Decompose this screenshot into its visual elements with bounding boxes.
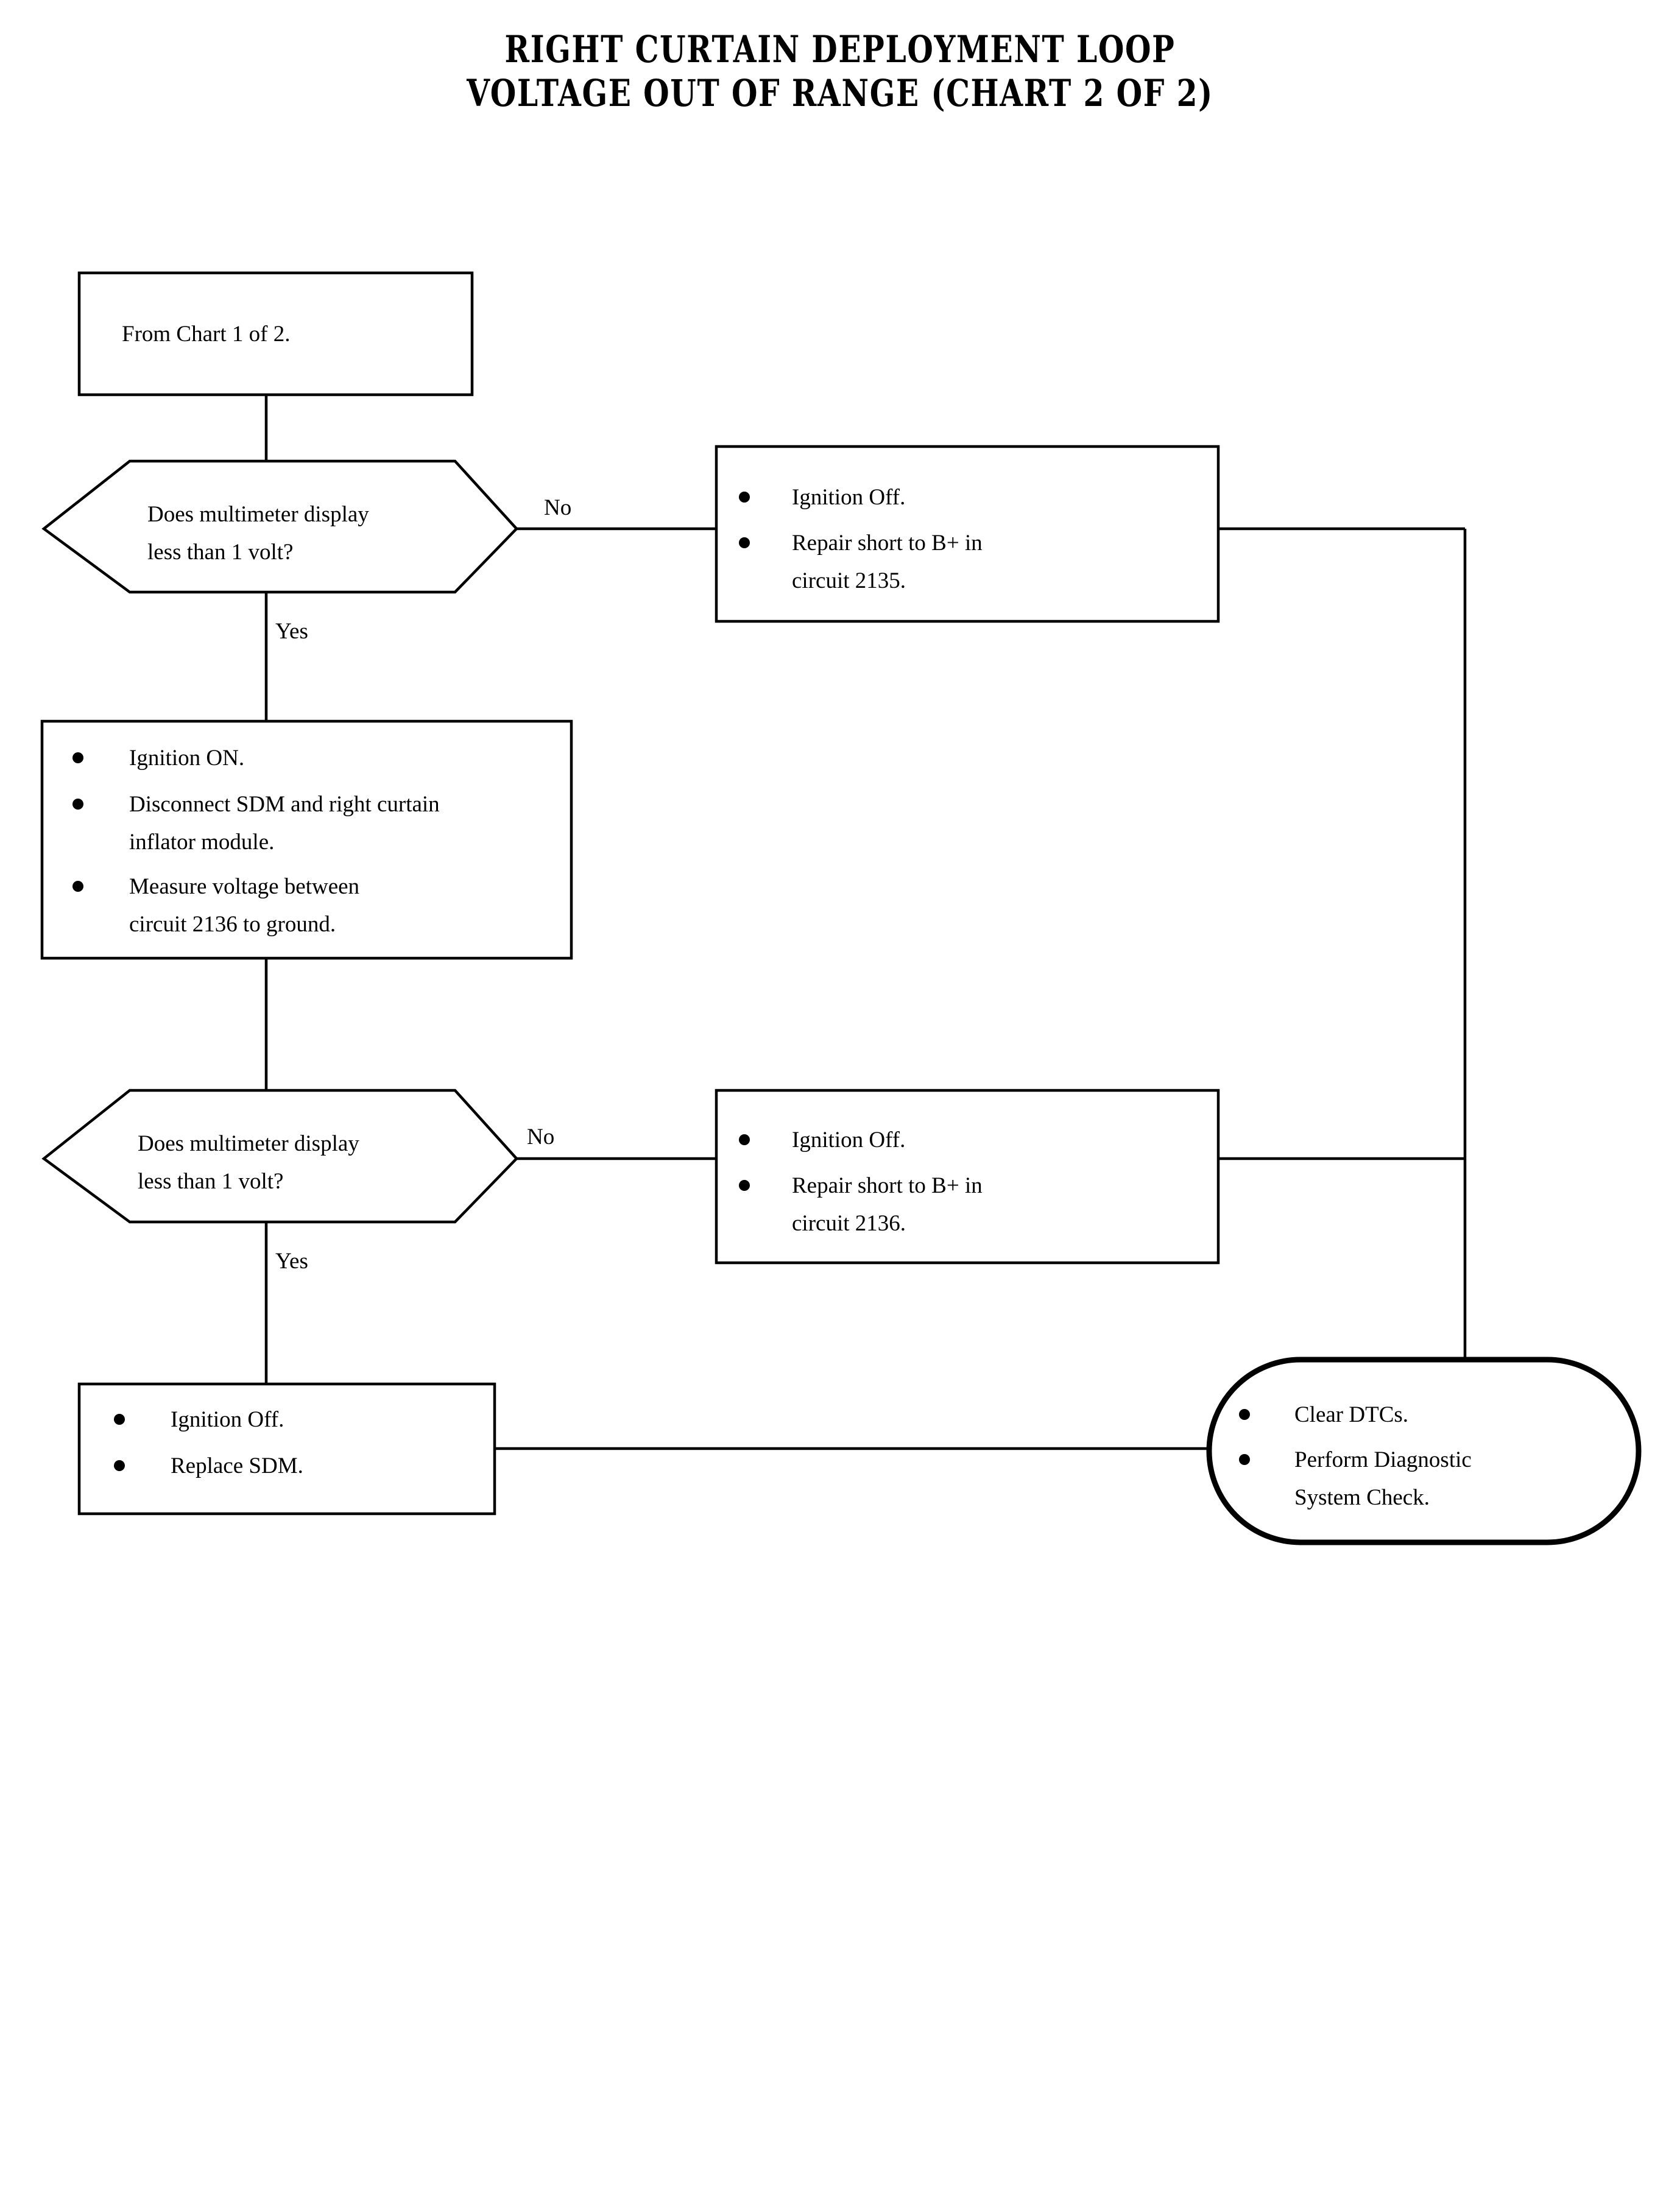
decision2-hexagon[interactable]	[41, 1089, 519, 1224]
bullet-icon	[114, 1460, 125, 1471]
action4-bullet-2-line-1: Replace SDM.	[171, 1453, 303, 1478]
action2-bullet-3-line-2: circuit 2136 to ground.	[129, 912, 336, 937]
action1-box[interactable]	[715, 445, 1220, 623]
edge-label-yes-2: Yes	[275, 1249, 308, 1274]
node-start[interactable]: From Chart 1 of 2.	[77, 271, 474, 397]
node-action2[interactable]: Ignition ON. Disconnect SDM and right cu…	[40, 719, 573, 960]
action2-bullet-1-line-1: Ignition ON.	[129, 746, 244, 771]
node-action1[interactable]: Ignition Off. Repair short to B+ in circ…	[715, 445, 1220, 623]
page-title: RIGHT CURTAIN DEPLOYMENT LOOP VOLTAGE OU…	[168, 28, 1512, 116]
terminator-bullet-1-line-1: Clear DTCs.	[1294, 1402, 1408, 1427]
bullet-icon	[72, 881, 83, 892]
terminator-shape[interactable]	[1206, 1357, 1642, 1545]
decision1-text-line-1: Does multimeter display	[147, 502, 369, 527]
bullet-icon	[1239, 1454, 1250, 1465]
bullet-icon	[1239, 1409, 1250, 1420]
node-decision1[interactable]: Does multimeter display less than 1 volt…	[41, 459, 519, 594]
node-decision2[interactable]: Does multimeter display less than 1 volt…	[41, 1089, 519, 1224]
action1-bullet-2-line-2: circuit 2135.	[792, 568, 906, 593]
bullet-icon	[739, 492, 750, 503]
action3-bullet-1-line-1: Ignition Off.	[792, 1128, 905, 1153]
bullet-icon	[72, 799, 83, 810]
node-action4[interactable]: Ignition Off. Replace SDM.	[77, 1382, 496, 1516]
action2-bullet-3-line-1: Measure voltage between	[129, 874, 359, 899]
action4-bullet-1-line-1: Ignition Off.	[171, 1407, 284, 1432]
bullet-icon	[114, 1414, 125, 1425]
terminator-bullet-2-line-2: System Check.	[1294, 1485, 1430, 1510]
edge-label-yes-1: Yes	[275, 619, 308, 644]
action2-bullet-2-line-2: inflator module.	[129, 830, 274, 855]
connector-layer	[264, 395, 1467, 1450]
terminator-bullet-2-line-1: Perform Diagnostic	[1294, 1447, 1472, 1472]
bullet-icon	[739, 537, 750, 548]
action2-bullet-2-line-1: Disconnect SDM and right curtain	[129, 792, 440, 817]
bullet-icon	[739, 1134, 750, 1145]
action3-box[interactable]	[715, 1089, 1220, 1265]
node-terminator[interactable]: Clear DTCs. Perform Diagnostic System Ch…	[1206, 1357, 1642, 1545]
page-title-line-2: VOLTAGE OUT OF RANGE (CHART 2 OF 2)	[467, 71, 1213, 115]
action2-box[interactable]	[40, 719, 573, 960]
action4-box[interactable]	[77, 1382, 496, 1516]
start-text-line-1: From Chart 1 of 2.	[122, 322, 290, 347]
bullet-icon	[739, 1180, 750, 1191]
action1-bullet-2-line-1: Repair short to B+ in	[792, 531, 983, 556]
action1-bullet-1-line-1: Ignition Off.	[792, 485, 905, 510]
action3-bullet-2-line-2: circuit 2136.	[792, 1211, 906, 1236]
node-action3[interactable]: Ignition Off. Repair short to B+ in circ…	[715, 1089, 1220, 1265]
decision2-text-line-2: less than 1 volt?	[138, 1169, 283, 1194]
edge-label-no-1: No	[544, 495, 571, 520]
decision2-text-line-1: Does multimeter display	[138, 1131, 359, 1156]
page-title-line-1: RIGHT CURTAIN DEPLOYMENT LOOP	[504, 28, 1176, 71]
decision1-text-line-2: less than 1 volt?	[147, 540, 293, 565]
decision1-hexagon[interactable]	[41, 459, 519, 594]
action3-bullet-2-line-1: Repair short to B+ in	[792, 1173, 983, 1198]
bullet-icon	[72, 752, 83, 763]
edge-label-no-2: No	[527, 1124, 554, 1149]
start-box[interactable]	[77, 271, 474, 397]
